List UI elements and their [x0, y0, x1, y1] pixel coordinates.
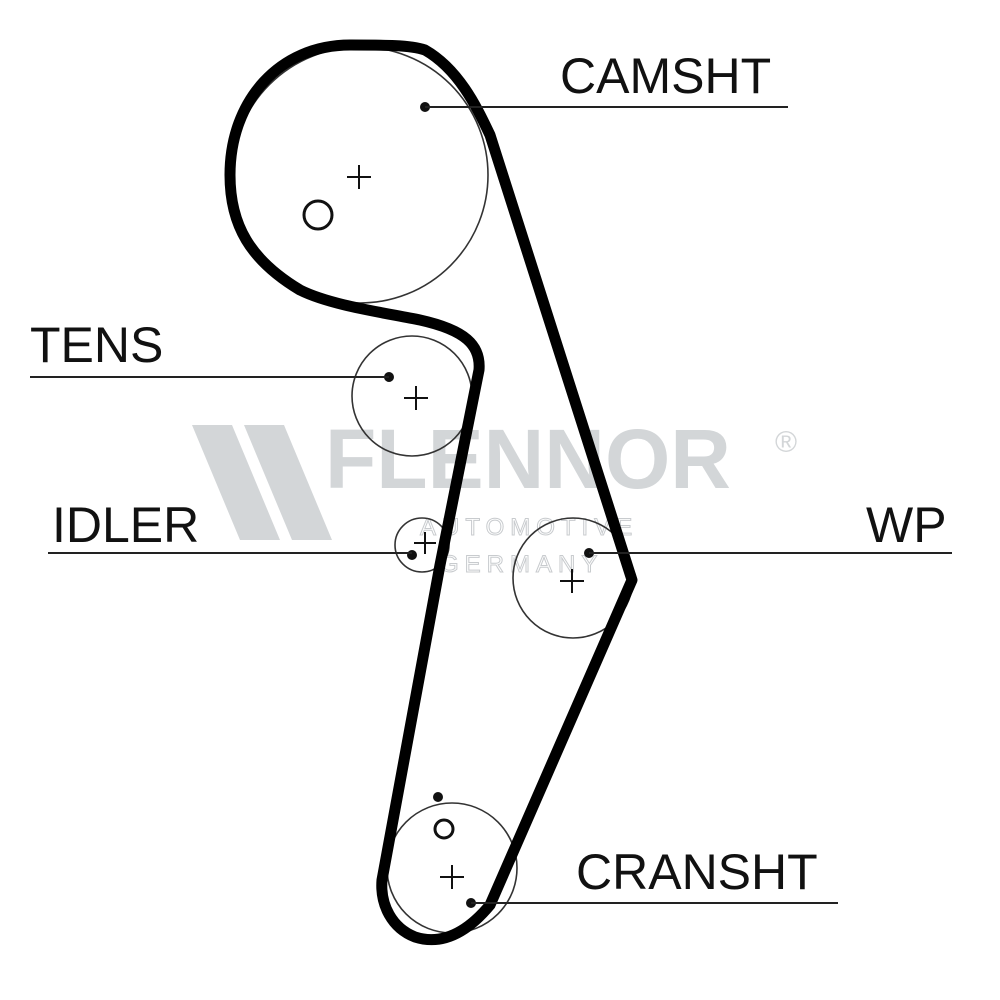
idler-label: IDLER	[52, 497, 199, 553]
tensioner-label: TENS	[30, 317, 163, 373]
timing-belt	[224, 39, 638, 946]
water-pump-center-cross	[560, 569, 584, 593]
crankshaft-label: CRANSHT	[576, 844, 818, 900]
watermark-line-2: GERMANY	[440, 551, 603, 578]
crankshaft-center-cross	[440, 865, 464, 889]
camshaft-timing-hole-icon	[302, 199, 334, 231]
watermark-logo-icon	[192, 425, 332, 540]
water-pump-label: WP	[866, 497, 947, 553]
tensioner-center-cross	[404, 386, 428, 410]
watermark-brand: FLENNOR	[325, 412, 731, 506]
crankshaft-timing-hole-icon	[433, 818, 455, 840]
watermark-line-1: AUTOMOTIVE	[420, 514, 638, 541]
idler-center-cross	[414, 532, 436, 554]
camshaft-label: CAMSHT	[560, 48, 771, 104]
idler-leader-dot	[407, 550, 417, 560]
watermark-registered-mark: ®	[775, 426, 797, 459]
camshaft-center-cross	[347, 165, 371, 189]
crankshaft-top-mark-dot	[433, 792, 443, 802]
